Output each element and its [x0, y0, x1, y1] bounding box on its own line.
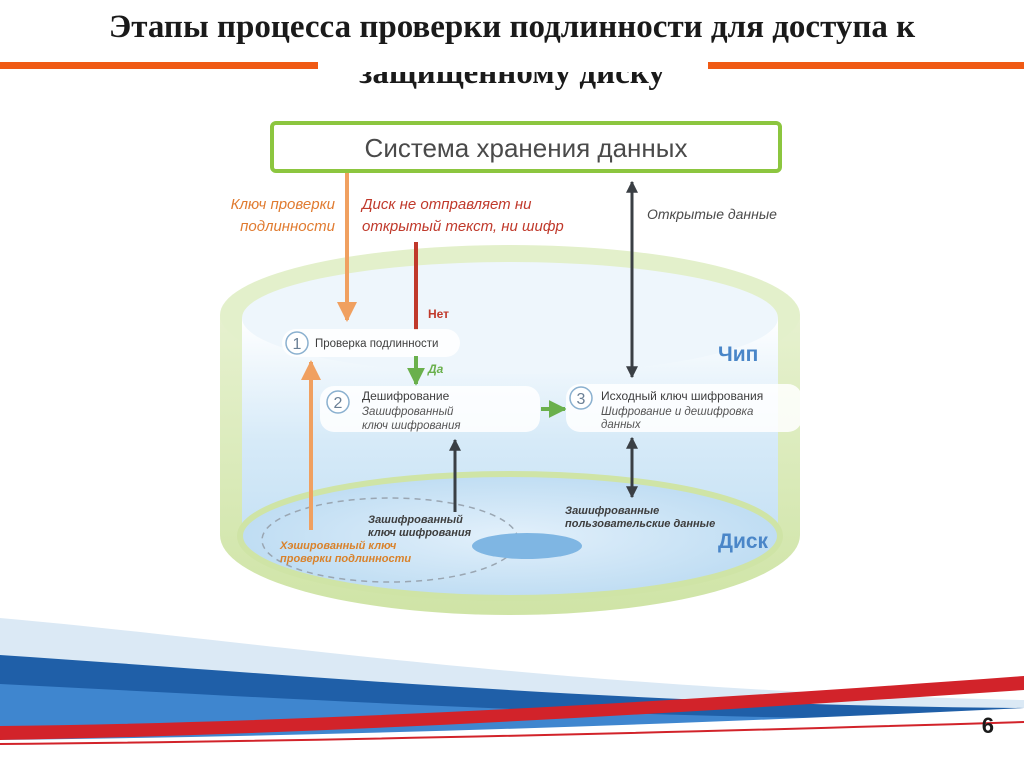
encrypted-user-data-label-line1: Зашифрованные [565, 505, 659, 517]
footer-base-white [0, 708, 1024, 767]
storage-system-box [270, 121, 782, 173]
step-3-box [566, 384, 802, 432]
step-1-box [282, 329, 460, 357]
step-2-sub-line2: ключ шифрования [362, 420, 461, 432]
step-3-original-key: 3 Исходный ключ шифрования Шифрование и … [566, 384, 802, 432]
yes-label: Да [427, 362, 444, 376]
step-2-box [320, 386, 540, 432]
hashed-key-label-line1: Хэшированный ключ [279, 540, 397, 552]
title-underline-gap [318, 58, 708, 72]
storage-system-label: Система хранения данных [365, 133, 688, 163]
cylinder-inner-top [242, 262, 778, 374]
step-3-sub-line1: Шифрование и дешифровка [601, 406, 753, 418]
step-1-number: 1 [293, 336, 302, 353]
step-2-sub-line1: Зашифрованный [362, 406, 454, 418]
encrypted-key-zone [472, 533, 582, 559]
no-plaintext-label-line1: Диск не отправляет ни [360, 196, 532, 213]
hashed-key-label-line2: проверки подлинности [280, 553, 411, 565]
encrypted-key-label-line2: ключ шифрования [368, 527, 472, 539]
step-3-number: 3 [577, 391, 586, 408]
step-3-badge [569, 386, 593, 410]
encrypted-user-data-label-line2: пользовательские данные [565, 518, 715, 530]
step-2-badge [326, 390, 350, 414]
step-1-badge [285, 331, 309, 355]
page-number: 6 [981, 713, 994, 738]
step-1-title: Проверка подлинности [315, 338, 438, 350]
step-2-number: 2 [334, 395, 343, 412]
footer-waves [0, 618, 1024, 767]
step-3-sub-line2: данных [601, 419, 642, 431]
slide-title-line1: Этапы процесса проверки подлинности для … [108, 9, 916, 45]
step-1-auth-check: 1 Проверка подлинности [282, 329, 460, 357]
chip-label: Чип [718, 343, 758, 366]
auth-key-label-line2: подлинности [240, 218, 336, 235]
step-3-title: Исходный ключ шифрования [601, 389, 763, 403]
no-plaintext-label-line2: открытый текст, ни шифр [362, 218, 564, 235]
encrypted-key-label-line1: Зашифрованный [368, 514, 463, 526]
footer-stripe-thin [0, 721, 1024, 745]
step-2-decryption: 2 Дешифрование Зашифрованный ключ шифров… [320, 386, 540, 432]
auth-key-label-line1: Ключ проверки [231, 196, 336, 213]
open-data-label: Открытые данные [647, 206, 777, 222]
disk-label: Диск [718, 530, 769, 553]
step-2-title: Дешифрование [362, 389, 450, 403]
no-label: Нет [428, 307, 449, 321]
footer-stripe-red [0, 676, 1024, 740]
